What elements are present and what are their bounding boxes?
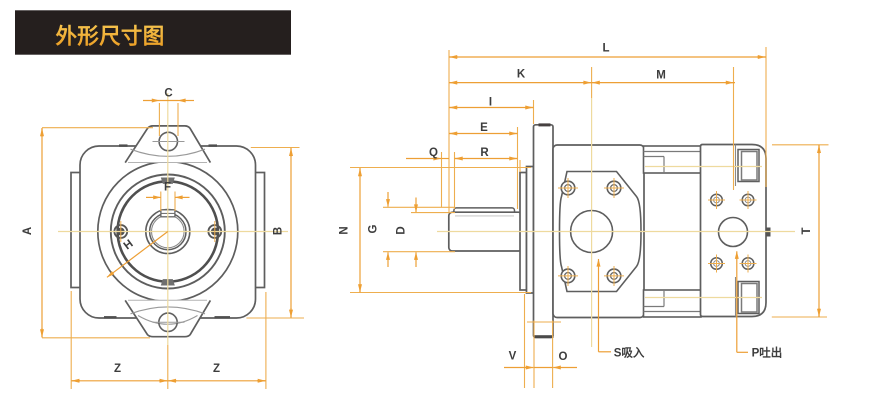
- svg-text:A: A: [22, 227, 34, 235]
- svg-text:P吐出: P吐出: [752, 346, 783, 360]
- svg-text:V: V: [509, 351, 517, 363]
- svg-text:G: G: [368, 224, 380, 233]
- svg-text:C: C: [164, 88, 172, 100]
- svg-text:B: B: [273, 227, 285, 235]
- svg-text:Z: Z: [114, 363, 121, 375]
- svg-text:E: E: [480, 122, 488, 134]
- svg-text:D: D: [396, 226, 408, 234]
- svg-text:M: M: [656, 70, 666, 82]
- svg-text:T: T: [801, 227, 813, 234]
- svg-text:外形尺寸图: 外形尺寸图: [56, 24, 165, 49]
- svg-text:N: N: [339, 226, 351, 234]
- svg-text:L: L: [602, 43, 609, 55]
- svg-text:S吸入: S吸入: [614, 347, 645, 360]
- svg-text:O: O: [559, 351, 568, 363]
- svg-text:Q: Q: [429, 147, 438, 159]
- svg-text:Z: Z: [213, 363, 220, 375]
- svg-text:F: F: [164, 182, 171, 194]
- svg-text:I: I: [489, 96, 492, 108]
- svg-text:R: R: [480, 147, 489, 159]
- svg-text:K: K: [517, 69, 526, 81]
